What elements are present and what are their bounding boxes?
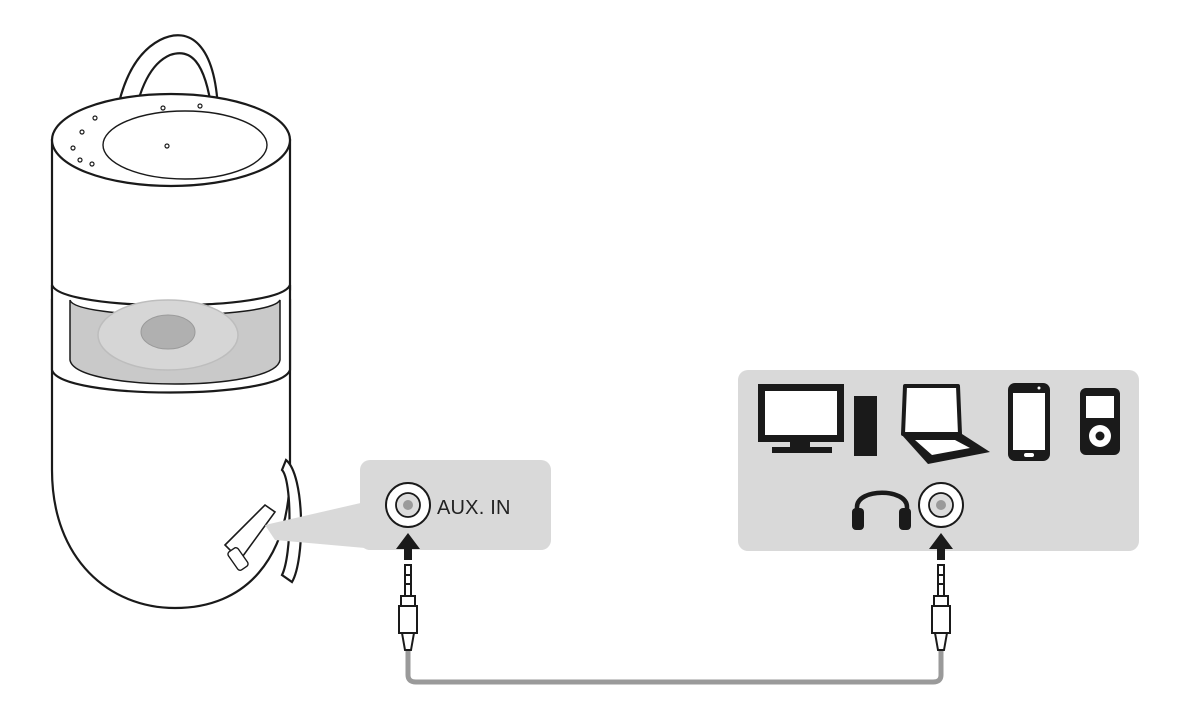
speaker-illustration bbox=[50, 34, 303, 610]
speaker-top-dial bbox=[102, 110, 268, 180]
up-arrow-icon bbox=[396, 533, 420, 560]
soundbar-icon bbox=[854, 396, 877, 456]
aux-in-label: AUX. IN bbox=[437, 497, 511, 519]
laptop-icon bbox=[901, 384, 990, 464]
device-output-jack-icon bbox=[918, 482, 964, 528]
audio-cable-icon bbox=[405, 648, 944, 685]
aux-callout-pointer bbox=[265, 502, 365, 548]
headphones-icon bbox=[852, 490, 911, 530]
up-arrow-icon-device bbox=[929, 533, 953, 560]
3-5mm-jack-icon-device bbox=[931, 564, 951, 651]
aux-in-jack-icon bbox=[385, 482, 431, 528]
mp3-player-icon bbox=[1080, 388, 1120, 455]
smartphone-icon bbox=[1008, 383, 1050, 461]
tv-icon bbox=[758, 384, 844, 453]
3-5mm-jack-icon bbox=[398, 564, 418, 651]
